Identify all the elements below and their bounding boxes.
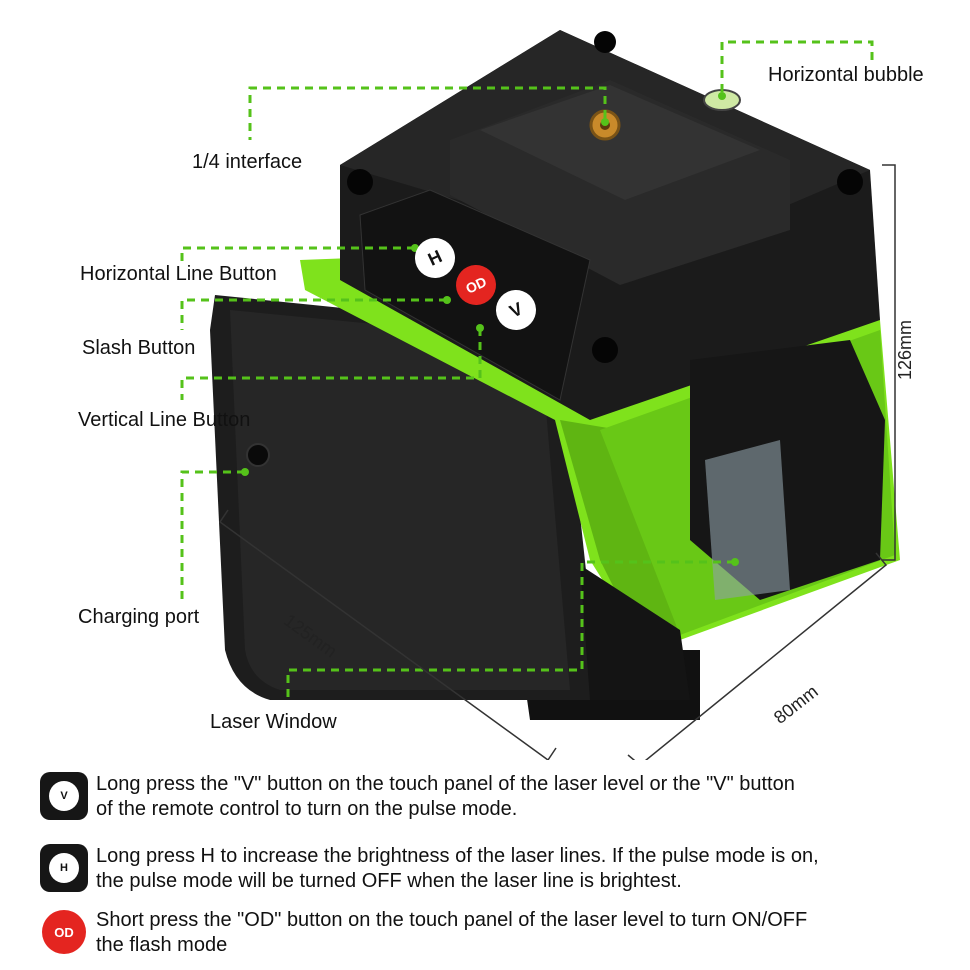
corner-hole [837, 169, 863, 195]
callout-dots [241, 92, 739, 566]
callout-lines [180, 40, 874, 702]
dimension-height: 126mm [895, 319, 915, 380]
od-button-icon: OD [40, 908, 88, 956]
callout-charging-port: Charging port [78, 606, 200, 628]
green-housing-shade [560, 420, 680, 640]
v-button-icon: V [40, 772, 88, 820]
callout-quarter-interface: 1/4 interface [192, 151, 303, 173]
instruction-od: OD Short press the "OD" button on the to… [40, 908, 950, 958]
instruction-od-text: Short press the "OD" button on the touch… [96, 909, 808, 956]
charging-port-hole [246, 443, 270, 467]
instruction-v-text: Long press the "V" button on the touch p… [96, 773, 795, 820]
product-diagram: H OD V Horizontal bubble 1/4 interface H… [78, 30, 924, 766]
top-block-face [480, 85, 760, 200]
callout-vertical-line-button: Vertical Line Button [78, 409, 251, 431]
lower-body [580, 565, 690, 700]
h-panel-button-label: H [424, 245, 445, 270]
corner-hole [592, 337, 618, 363]
h-button-icon: H [40, 844, 88, 892]
corner-hole [594, 31, 616, 53]
corner-hole [347, 169, 373, 195]
od-panel-button-label: OD [463, 273, 489, 297]
instruction-v: V Long press the "V" button on the touch… [40, 772, 950, 822]
callout-horizontal-bubble: Horizontal bubble [768, 64, 924, 86]
callout-laser-window: Laser Window [210, 711, 337, 733]
laser-level-illustration [180, 30, 900, 766]
instruction-h: H Long press H to increase the brightnes… [40, 844, 950, 894]
instruction-h-text: Long press H to increase the brightness … [96, 845, 819, 892]
callout-horizontal-line-button: Horizontal Line Button [80, 263, 277, 285]
v-panel-button-label: V [506, 297, 526, 322]
callout-slash-button: Slash Button [82, 337, 196, 359]
battery-face [230, 310, 570, 690]
laser-window-glass [705, 440, 790, 600]
